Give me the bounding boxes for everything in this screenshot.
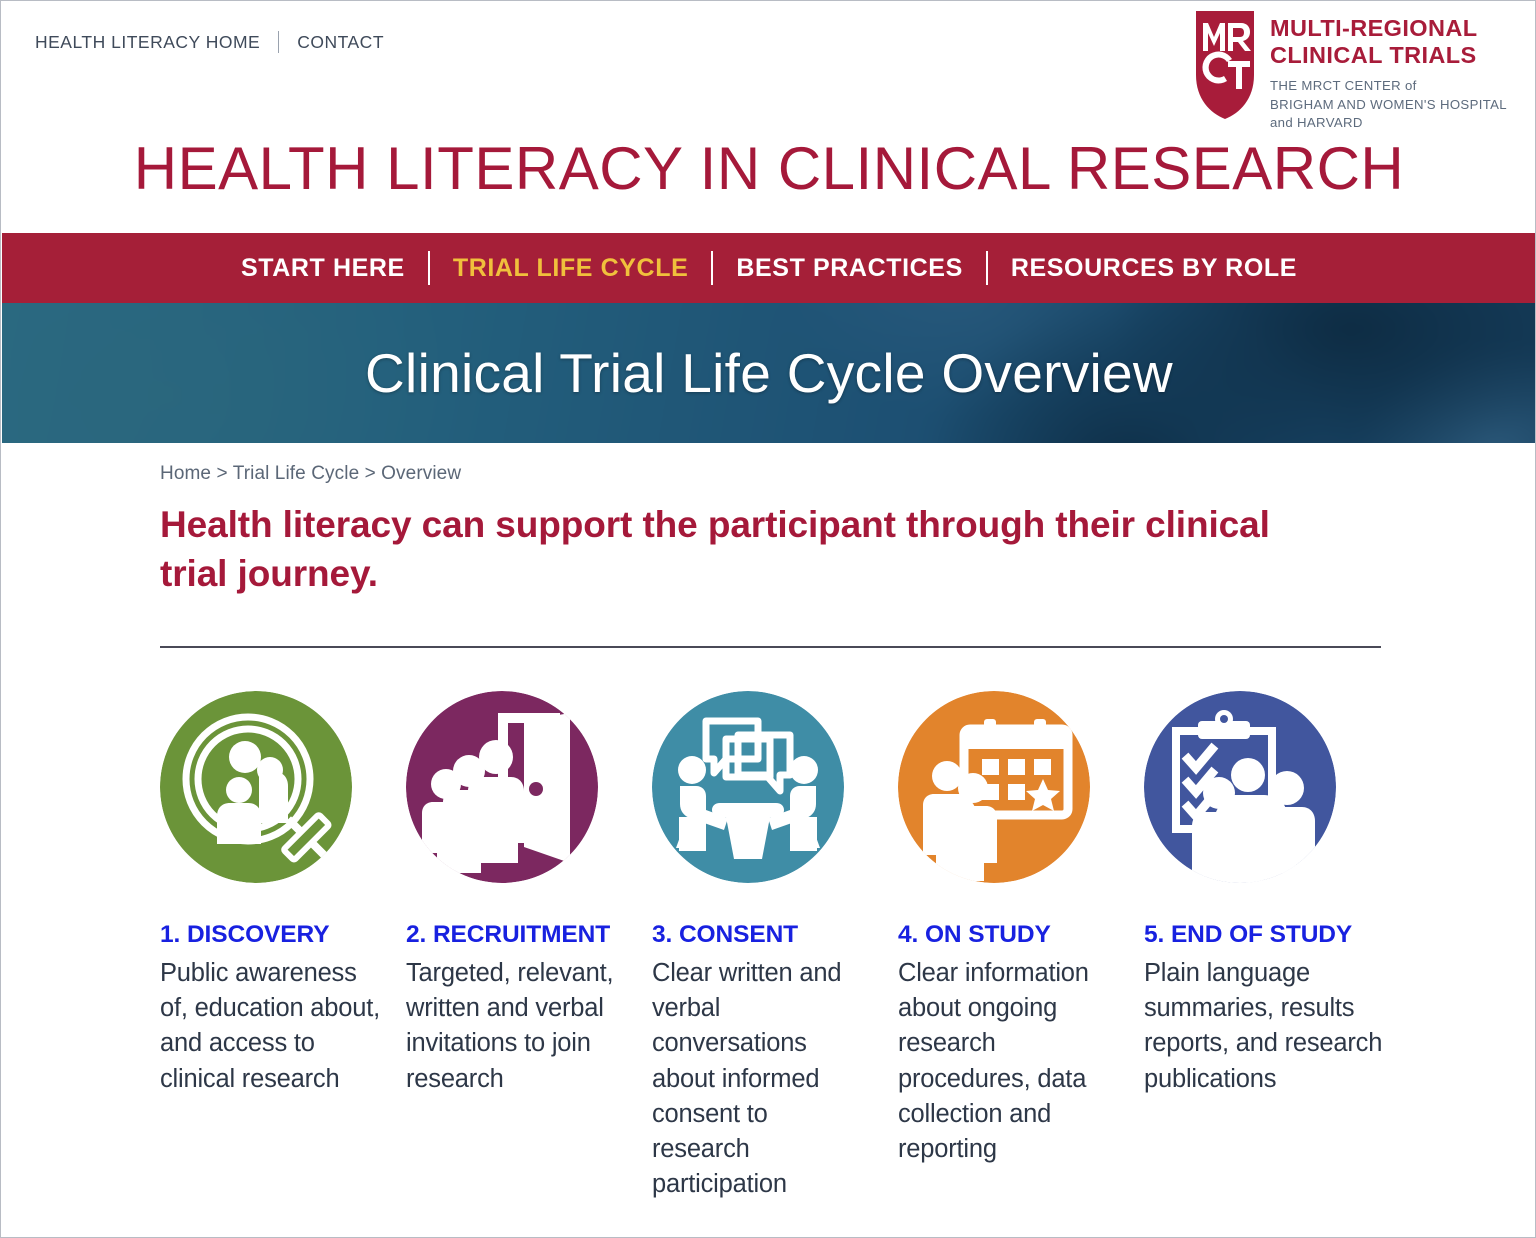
logo-title-line2: CLINICAL TRIALS <box>1269 42 1477 69</box>
logo-sub-line3: and HARVARD <box>1269 115 1363 131</box>
mrct-logo[interactable]: MULTI-REGIONAL CLINICAL TRIALS THE MRCT … <box>1194 9 1507 133</box>
nav-divider <box>427 251 430 285</box>
utility-bar: HEALTH LITERACY HOME CONTACT MULTI-REGIO… <box>1 1 1535 134</box>
clipboard-checklist-people-icon <box>1144 691 1336 883</box>
utility-link-health-literacy-home[interactable]: HEALTH LITERACY HOME <box>35 31 261 52</box>
logo-subtitle: THE MRCT CENTER of BRIGHAM AND WOMEN'S H… <box>1270 77 1507 133</box>
mrct-shield-icon <box>1195 11 1254 119</box>
life-cycle-steps: 1. DISCOVERY Public awareness of, educat… <box>160 691 1392 1202</box>
step-body-on-study: Clear information about ongoing research… <box>898 959 1089 1163</box>
logo-sub-line2: BRIGHAM AND WOMEN'S HOSPITAL <box>1269 96 1507 112</box>
step-end-of-study: 5. END OF STUDY Plain language summaries… <box>1144 691 1390 1202</box>
logo-sub-line1: THE MRCT CENTER of <box>1269 77 1417 93</box>
step-consent: 3. CONSENT Clear written and verbal conv… <box>652 691 898 1202</box>
mrct-logo-text: MULTI-REGIONAL CLINICAL TRIALS THE MRCT … <box>1270 9 1507 133</box>
step-on-study: 4. ON STUDY Clear information about ongo… <box>898 691 1144 1202</box>
section-divider <box>160 646 1381 648</box>
main-content: Home > Trial Life Cycle > Overview Healt… <box>2 443 1535 1237</box>
utility-nav: HEALTH LITERACY HOME CONTACT <box>35 31 384 53</box>
nav-item-best-practices[interactable]: BEST PRACTICES <box>736 253 963 282</box>
hero-title: Clinical Trial Life Cycle Overview <box>365 342 1173 404</box>
step-body-consent: Clear written and verbal conversations a… <box>652 959 842 1199</box>
step-title-end-of-study: 5. END OF STUDY <box>1144 921 1353 948</box>
step-discovery: 1. DISCOVERY Public awareness of, educat… <box>160 691 406 1202</box>
open-door-people-icon <box>406 691 598 883</box>
main-navigation: START HERE TRIAL LIFE CYCLE BEST PRACTIC… <box>2 233 1535 303</box>
hero-background-image <box>2 303 1535 443</box>
discussion-table-icon <box>652 691 844 883</box>
site-title: HEALTH LITERACY IN CLINICAL RESEARCH <box>133 135 1405 202</box>
nav-divider <box>711 251 714 285</box>
utility-nav-divider <box>278 31 280 53</box>
utility-link-contact[interactable]: CONTACT <box>297 31 385 52</box>
hero-banner: Clinical Trial Life Cycle Overview <box>2 303 1535 443</box>
step-body-recruitment: Targeted, relevant, written and verbal i… <box>406 959 614 1093</box>
nav-item-resources-by-role[interactable]: RESOURCES BY ROLE <box>1010 253 1298 282</box>
step-body-end-of-study: Plain language summaries, results report… <box>1144 959 1383 1093</box>
step-title-on-study: 4. ON STUDY <box>898 921 1051 948</box>
logo-title-line1: MULTI-REGIONAL <box>1269 15 1478 41</box>
nav-divider <box>985 251 988 285</box>
page-heading: Health literacy can support the particip… <box>160 504 1270 594</box>
nav-item-trial-life-cycle[interactable]: TRIAL LIFE CYCLE <box>452 253 689 282</box>
magnifier-people-icon <box>160 691 352 883</box>
step-recruitment: 2. RECRUITMENT Targeted, relevant, writt… <box>406 691 652 1202</box>
breadcrumb[interactable]: Home > Trial Life Cycle > Overview <box>160 463 462 484</box>
step-title-discovery: 1. DISCOVERY <box>160 921 330 948</box>
calendar-people-icon <box>898 691 1090 883</box>
step-title-recruitment: 2. RECRUITMENT <box>406 921 611 948</box>
step-body-discovery: Public awareness of, education about, an… <box>160 959 381 1093</box>
nav-item-start-here[interactable]: START HERE <box>240 253 405 282</box>
step-title-consent: 3. CONSENT <box>652 921 799 948</box>
